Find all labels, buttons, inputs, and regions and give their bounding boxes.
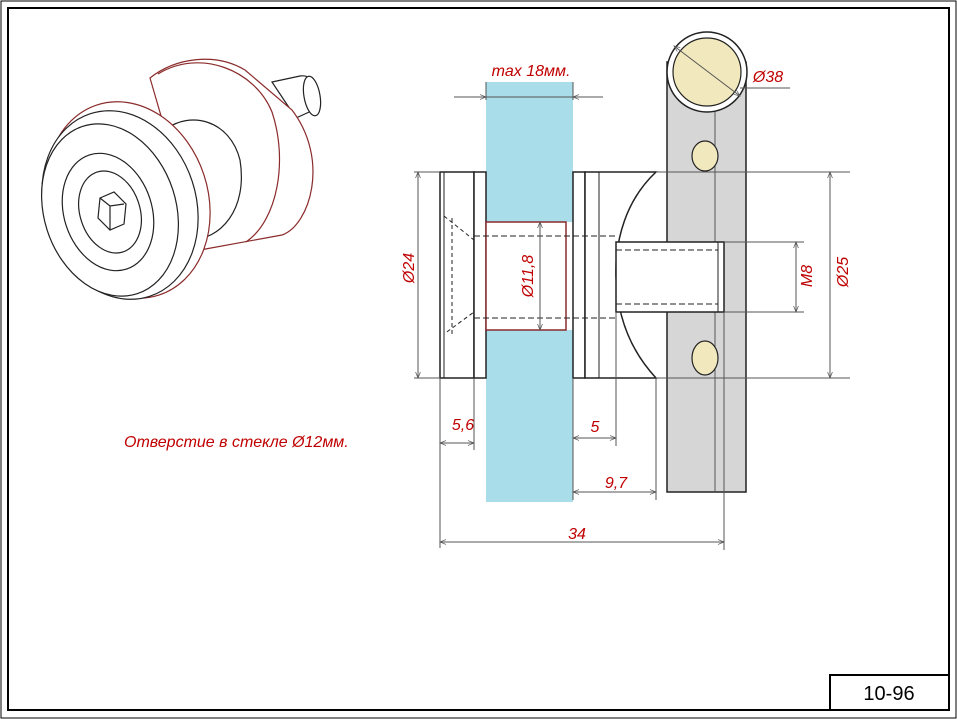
drawing-code: 10-96 — [863, 683, 914, 705]
dim-sleeve-diameter: Ø11,8 — [520, 255, 537, 299]
dimension-lines — [414, 45, 850, 550]
tube-hole-lower — [691, 340, 719, 376]
glass-thickness-label: max 18мм. — [492, 63, 571, 80]
isometric-view — [40, 58, 322, 300]
fitting-section — [439, 171, 725, 379]
dim-total-length: 34 — [568, 526, 586, 543]
dim-thread: M8 — [799, 265, 816, 287]
dim-body-diameter: Ø25 — [835, 257, 852, 288]
glass-hole-note: Отверстие в стекле Ø12мм. — [124, 434, 349, 451]
dim-washer-length: 5 — [591, 419, 600, 436]
tube-hole-upper — [691, 140, 719, 172]
dim-cap-diameter: Ø24 — [401, 253, 418, 284]
dim-body-length: 9,7 — [605, 475, 628, 492]
dim-tube-diameter: Ø38 — [752, 69, 783, 86]
title-block: 10-96 — [829, 674, 950, 711]
inner-frame — [7, 7, 950, 711]
dim-cap-length: 5,6 — [452, 417, 474, 434]
